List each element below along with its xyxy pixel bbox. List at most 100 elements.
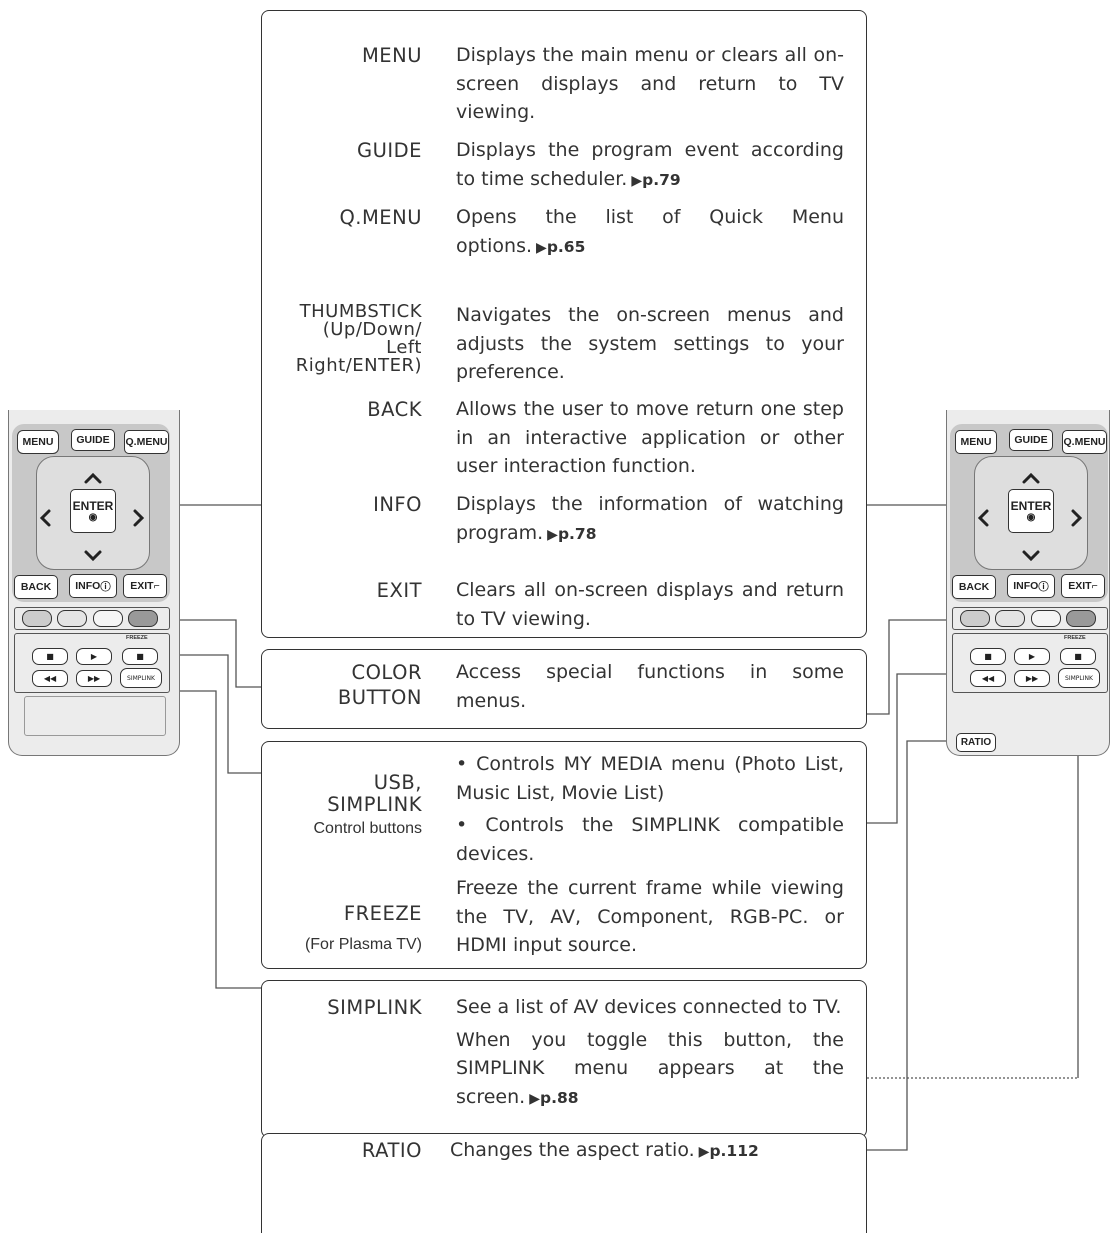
enter-dot-icon: ◉ [89, 513, 98, 523]
desc-text: Allows the user to move return one step … [456, 395, 844, 481]
page-ref: p.79 [642, 171, 681, 189]
red-button[interactable] [960, 610, 990, 627]
guide-button[interactable]: GUIDE [71, 429, 115, 451]
freeze-button[interactable]: ■ [1060, 648, 1096, 665]
rewind-icon: ◀◀ [982, 674, 994, 683]
exit-button[interactable]: EXIT⌐ [123, 574, 167, 598]
key-label: BACK [367, 397, 422, 422]
yellow-button[interactable] [93, 610, 123, 627]
desc-text: See a list of AV devices connected to TV… [456, 993, 844, 1022]
freeze-label: FREEZE [126, 635, 148, 641]
blue-button[interactable] [128, 610, 158, 627]
simplink-button[interactable]: SIMPLINK [120, 668, 162, 688]
stop-button[interactable]: ■ [970, 648, 1006, 665]
arrow-right-icon: ▶ [529, 1091, 540, 1107]
play-icon: ▶ [1029, 652, 1035, 661]
enter-button[interactable]: ENTER ◉ [1008, 489, 1054, 533]
desc-block: See a list of AV devices connected to TV… [456, 993, 844, 1113]
guide-button[interactable]: GUIDE [1009, 429, 1053, 451]
arrow-right-icon: ▶ [547, 527, 558, 543]
freeze-stop-icon: ■ [136, 652, 144, 661]
yellow-button[interactable] [1031, 610, 1061, 627]
info-icon: ⓘ [100, 579, 111, 594]
connector-ratio-right [867, 741, 955, 1150]
fast-forward-button[interactable]: ▶▶ [76, 670, 112, 687]
qmenu-button[interactable]: Q.MENU [1062, 430, 1107, 454]
color-button-box: COLOR BUTTON Access special functions in… [261, 649, 867, 729]
qmenu-button[interactable]: Q.MENU [124, 430, 169, 454]
key-label: Q.MENU [339, 205, 422, 230]
desc-text: When you toggle this button, the SIMPLIN… [456, 1029, 844, 1108]
desc-text-block: When you toggle this button, the SIMPLIN… [456, 1026, 844, 1114]
right-arrow-icon [135, 511, 142, 525]
key-label: FREEZE [344, 902, 422, 925]
stop-button[interactable]: ■ [32, 648, 68, 665]
stop-icon: ■ [46, 652, 54, 661]
exit-label: EXIT [1068, 580, 1091, 592]
green-button[interactable] [57, 610, 87, 627]
exit-button[interactable]: EXIT⌐ [1061, 574, 1105, 598]
desc-text: Changes the aspect ratio. [450, 1139, 695, 1161]
bottom-frame [24, 696, 166, 736]
connector-color-left [167, 620, 261, 687]
desc-text: Navigates the on-screen menus and adjust… [456, 301, 844, 387]
key-label: RATIO [362, 1138, 422, 1163]
connector-simplink-left [168, 691, 261, 988]
back-button[interactable]: BACK [952, 575, 996, 599]
desc-text: Displays the information of watching pro… [456, 493, 844, 544]
usb-simplink-box: USB, SIMPLINK Control buttons • Controls… [261, 741, 867, 969]
back-label: BACK [959, 581, 989, 593]
page-ref: p.88 [540, 1089, 579, 1107]
enter-label: ENTER [1011, 499, 1052, 513]
down-arrow-icon [1024, 552, 1038, 559]
arrow-right-icon: ▶ [699, 1144, 710, 1160]
blue-button[interactable] [1066, 610, 1096, 627]
fast-forward-icon: ▶▶ [88, 674, 100, 683]
back-button[interactable]: BACK [14, 575, 58, 599]
menu-button[interactable]: MENU [17, 430, 59, 454]
up-arrow-icon [1024, 475, 1038, 482]
down-arrow-icon [86, 552, 100, 559]
connector-usb-right [867, 674, 955, 823]
key-block: USB, SIMPLINK Control buttons [313, 750, 422, 862]
info-label: INFO [1013, 580, 1038, 592]
up-arrow-icon [86, 475, 100, 482]
key-label: GUIDE [357, 138, 422, 163]
desc-text: Freeze the current frame while viewing t… [456, 874, 844, 960]
info-label: INFO [75, 580, 100, 592]
enter-button[interactable]: ENTER ◉ [70, 489, 116, 533]
play-button[interactable]: ▶ [1014, 648, 1050, 665]
exit-icon: ⌐ [1092, 580, 1098, 592]
exit-icon: ⌐ [154, 580, 160, 592]
key-label: USB, SIMPLINK [327, 771, 422, 816]
arrow-right-icon: ▶ [631, 173, 642, 189]
connector-usb-left [167, 655, 261, 773]
ratio-button[interactable]: RATIO [956, 733, 996, 752]
fast-forward-button[interactable]: ▶▶ [1014, 670, 1050, 687]
arrow-right-icon: ▶ [536, 240, 547, 256]
key-label: SIMPLINK [327, 995, 422, 1020]
key-label: INFO [373, 492, 422, 517]
enter-dot-icon: ◉ [1027, 513, 1036, 523]
connector-color-right [867, 620, 955, 714]
fast-forward-icon: ▶▶ [1026, 674, 1038, 683]
desc-text: • Controls the SIMPLINK compatible devic… [456, 811, 844, 868]
green-button[interactable] [995, 610, 1025, 627]
desc-text: Access special functions in some menus. [456, 658, 844, 715]
play-button[interactable]: ▶ [76, 648, 112, 665]
key-label: MENU [362, 43, 422, 68]
simplink-button[interactable]: SIMPLINK [1058, 668, 1100, 688]
freeze-button[interactable]: ■ [122, 648, 158, 665]
exit-label: EXIT [130, 580, 153, 592]
desc-text: Clears all on-screen displays and return… [456, 576, 844, 633]
simplink-label: SIMPLINK [127, 675, 155, 682]
rewind-button[interactable]: ◀◀ [32, 670, 68, 687]
right-arrow-icon [1073, 511, 1080, 525]
key-sub-label: Control buttons [313, 818, 422, 840]
menu-button[interactable]: MENU [955, 430, 997, 454]
desc-block: Changes the aspect ratio.▶p.112 [450, 1136, 838, 1167]
rewind-button[interactable]: ◀◀ [970, 670, 1006, 687]
red-button[interactable] [22, 610, 52, 627]
